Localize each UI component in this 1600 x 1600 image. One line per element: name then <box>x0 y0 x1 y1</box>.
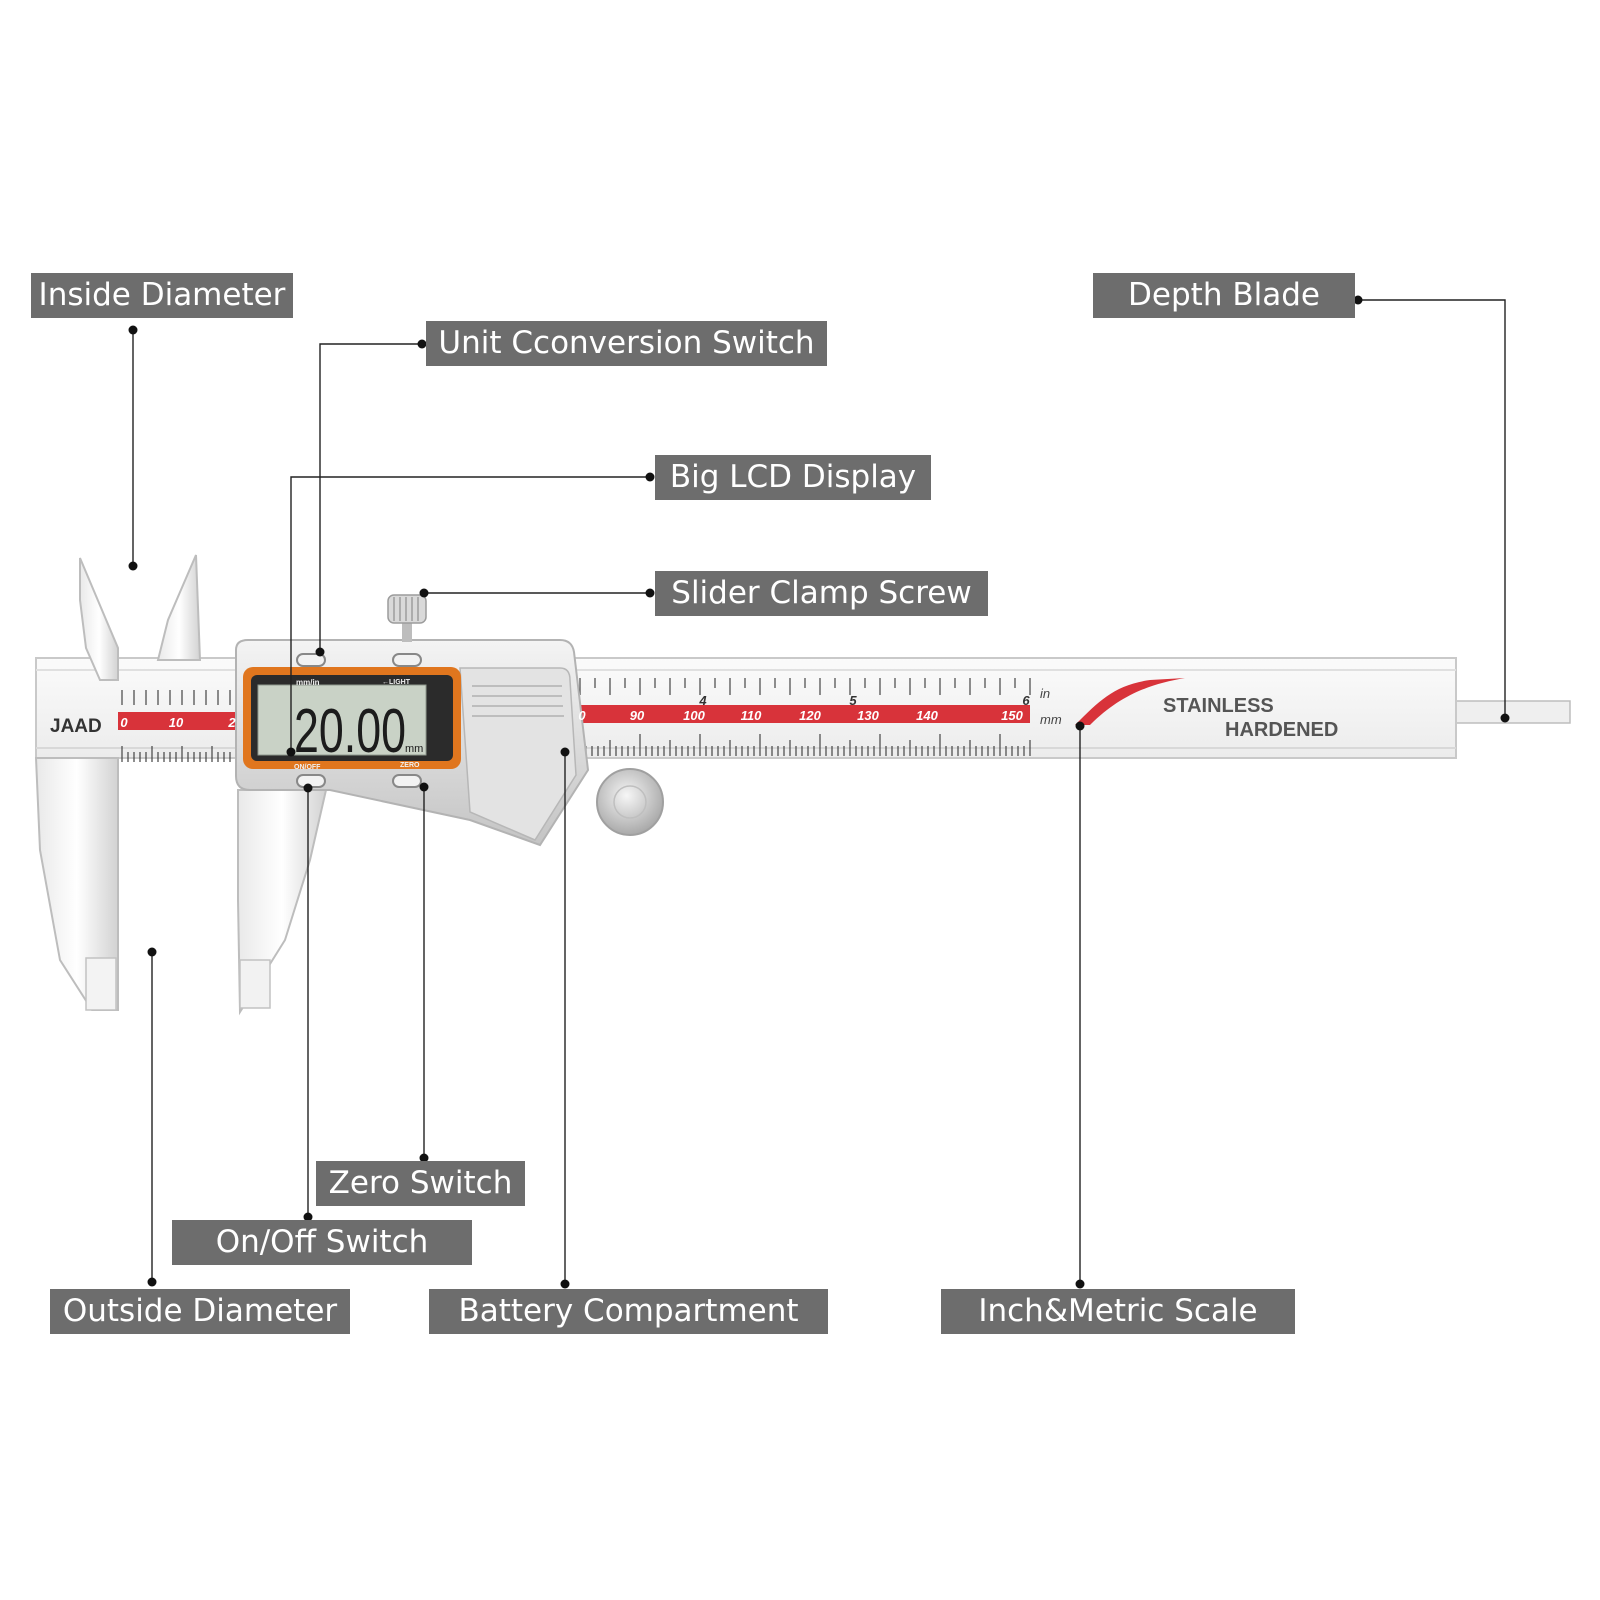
lcd-reading: 20.00 <box>294 697 406 766</box>
metric-scale-band-left <box>118 712 236 730</box>
mm-scale-label: 130 <box>857 708 879 723</box>
inch-scale-label: 5 <box>849 693 857 708</box>
leader-unit-conversion <box>319 343 422 652</box>
mm-scale-label: 150 <box>1001 708 1023 723</box>
mm-scale-label: 110 <box>741 708 762 723</box>
unit-label-in: in <box>1040 686 1050 701</box>
clamp-screw-knob <box>387 594 427 624</box>
metric-scale-band <box>575 705 1030 723</box>
unit-label-mm: mm <box>1040 712 1062 727</box>
button-label-light: ←LIGHT <box>382 679 411 686</box>
inch-scale-label: 6 <box>1022 693 1030 708</box>
unit-conversion-switch-label: Unit Cconversion Switch <box>426 321 827 366</box>
slider-clamp-screw-label: Slider Clamp Screw <box>655 571 988 616</box>
mm-scale-label: 10 <box>169 715 184 730</box>
red-swoosh <box>1075 678 1185 725</box>
zero-switch-label: Zero Switch <box>316 1161 525 1206</box>
sliding-inside-jaw <box>156 554 202 661</box>
engraving-stainless: STAINLESS <box>1163 695 1274 717</box>
battery-compartment-label: Battery Compartment <box>429 1289 828 1334</box>
inch-tick-marks <box>579 678 1031 695</box>
mm-scale-label: 90 <box>630 708 645 723</box>
leader-dots <box>128 295 1510 1289</box>
mm-scale-label: 0 <box>578 708 586 723</box>
leader-depth-blade <box>1358 299 1506 718</box>
zero-button[interactable] <box>392 774 422 788</box>
lcd-unit: mm <box>405 743 423 755</box>
engraving-hardened: HARDENED <box>1225 719 1338 741</box>
mm-scale-label: 2 <box>227 715 236 730</box>
lcd-screen <box>257 684 427 756</box>
on-off-switch-label: On/Off Switch <box>172 1220 472 1265</box>
mm-scale-label: 140 <box>916 708 938 723</box>
brand-logo: JAAD <box>50 716 102 737</box>
battery-compartment-cover <box>459 667 577 841</box>
depth-blade-label: Depth Blade <box>1093 273 1355 318</box>
button-label-zero: ZERO <box>400 762 420 769</box>
button-label-on-off: ON/OFF <box>294 764 321 771</box>
clamp-screw-stem <box>402 620 412 642</box>
inch-scale-labels: 4 5 6 <box>698 693 1030 708</box>
mm-scale-label: 0 <box>120 715 128 730</box>
leader-lines <box>132 299 1506 1284</box>
inch-metric-scale-label: Inch&Metric Scale <box>941 1289 1295 1334</box>
mm-scale-label: 100 <box>683 708 705 723</box>
button-label-mm-in: mm/in <box>296 678 320 687</box>
outside-diameter-label: Outside Diameter <box>50 1289 350 1334</box>
thumb-roller[interactable] <box>596 768 664 836</box>
unit-conversion-button[interactable] <box>296 653 326 667</box>
inch-scale-label: 4 <box>698 693 707 708</box>
left-scale-ticks <box>121 690 237 762</box>
fixed-inside-jaw <box>79 557 119 681</box>
light-button[interactable] <box>392 653 422 667</box>
leader-lcd-display <box>290 476 650 752</box>
inside-diameter-label: Inside Diameter <box>31 273 293 318</box>
mm-scale-label: 120 <box>799 708 821 723</box>
big-lcd-display-label: Big LCD Display <box>655 455 931 500</box>
